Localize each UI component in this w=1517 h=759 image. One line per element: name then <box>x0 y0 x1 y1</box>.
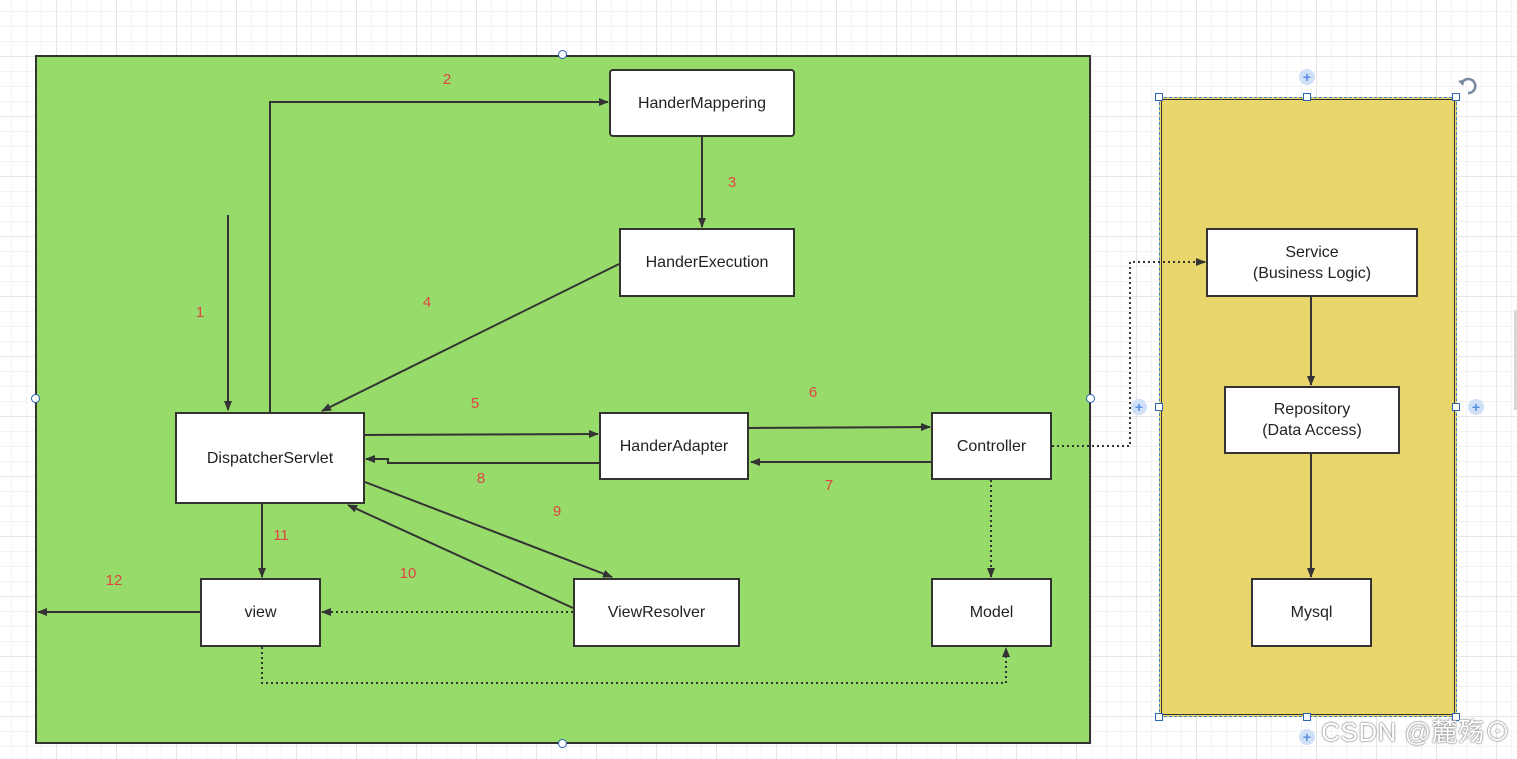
plus-icon[interactable]: + <box>1299 729 1315 745</box>
resize-handle[interactable] <box>1155 93 1163 101</box>
resize-handle[interactable] <box>1155 713 1163 721</box>
watermark: CSDN @麓殇⊙ <box>1321 717 1511 747</box>
step-label: 2 <box>442 71 452 88</box>
resize-handle[interactable] <box>558 50 567 59</box>
node-service[interactable]: Service (Business Logic) <box>1206 228 1418 297</box>
step-label: 1 <box>195 304 205 321</box>
step-label: 6 <box>808 384 818 401</box>
node-view-resolver[interactable]: ViewResolver <box>573 578 740 647</box>
step-label: 5 <box>470 395 480 412</box>
resize-handle[interactable] <box>31 394 40 403</box>
step-label: 10 <box>399 565 417 582</box>
plus-icon[interactable]: + <box>1131 399 1147 415</box>
step-label: 12 <box>105 572 123 589</box>
node-view[interactable]: view <box>200 578 321 647</box>
step-label: 4 <box>422 294 432 311</box>
step-label: 7 <box>824 477 834 494</box>
node-model[interactable]: Model <box>931 578 1052 647</box>
resize-handle[interactable] <box>1155 403 1163 411</box>
node-repository[interactable]: Repository (Data Access) <box>1224 386 1400 454</box>
node-dispatcher-servlet[interactable]: DispatcherServlet <box>175 412 365 504</box>
resize-handle[interactable] <box>1086 394 1095 403</box>
node-controller[interactable]: Controller <box>931 412 1052 480</box>
node-mysql[interactable]: Mysql <box>1251 578 1372 647</box>
plus-icon[interactable]: + <box>1468 399 1484 415</box>
resize-handle[interactable] <box>1452 93 1460 101</box>
node-handler-execution[interactable]: HanderExecution <box>619 228 795 297</box>
plus-icon[interactable]: + <box>1299 69 1315 85</box>
resize-handle[interactable] <box>1303 713 1311 721</box>
node-handler-adapter[interactable]: HanderAdapter <box>599 412 749 480</box>
resize-handle[interactable] <box>558 739 567 748</box>
resize-handle[interactable] <box>1452 713 1460 721</box>
vertical-scrollbar[interactable] <box>1514 310 1517 410</box>
step-label: 3 <box>727 174 737 191</box>
resize-handle[interactable] <box>1303 93 1311 101</box>
resize-handle[interactable] <box>1452 403 1460 411</box>
step-label: 11 <box>273 527 289 544</box>
rotate-icon[interactable] <box>1457 75 1479 97</box>
step-label: 9 <box>552 503 562 520</box>
step-label: 8 <box>476 470 486 487</box>
node-handler-mapping[interactable]: HanderMappering <box>609 69 795 137</box>
